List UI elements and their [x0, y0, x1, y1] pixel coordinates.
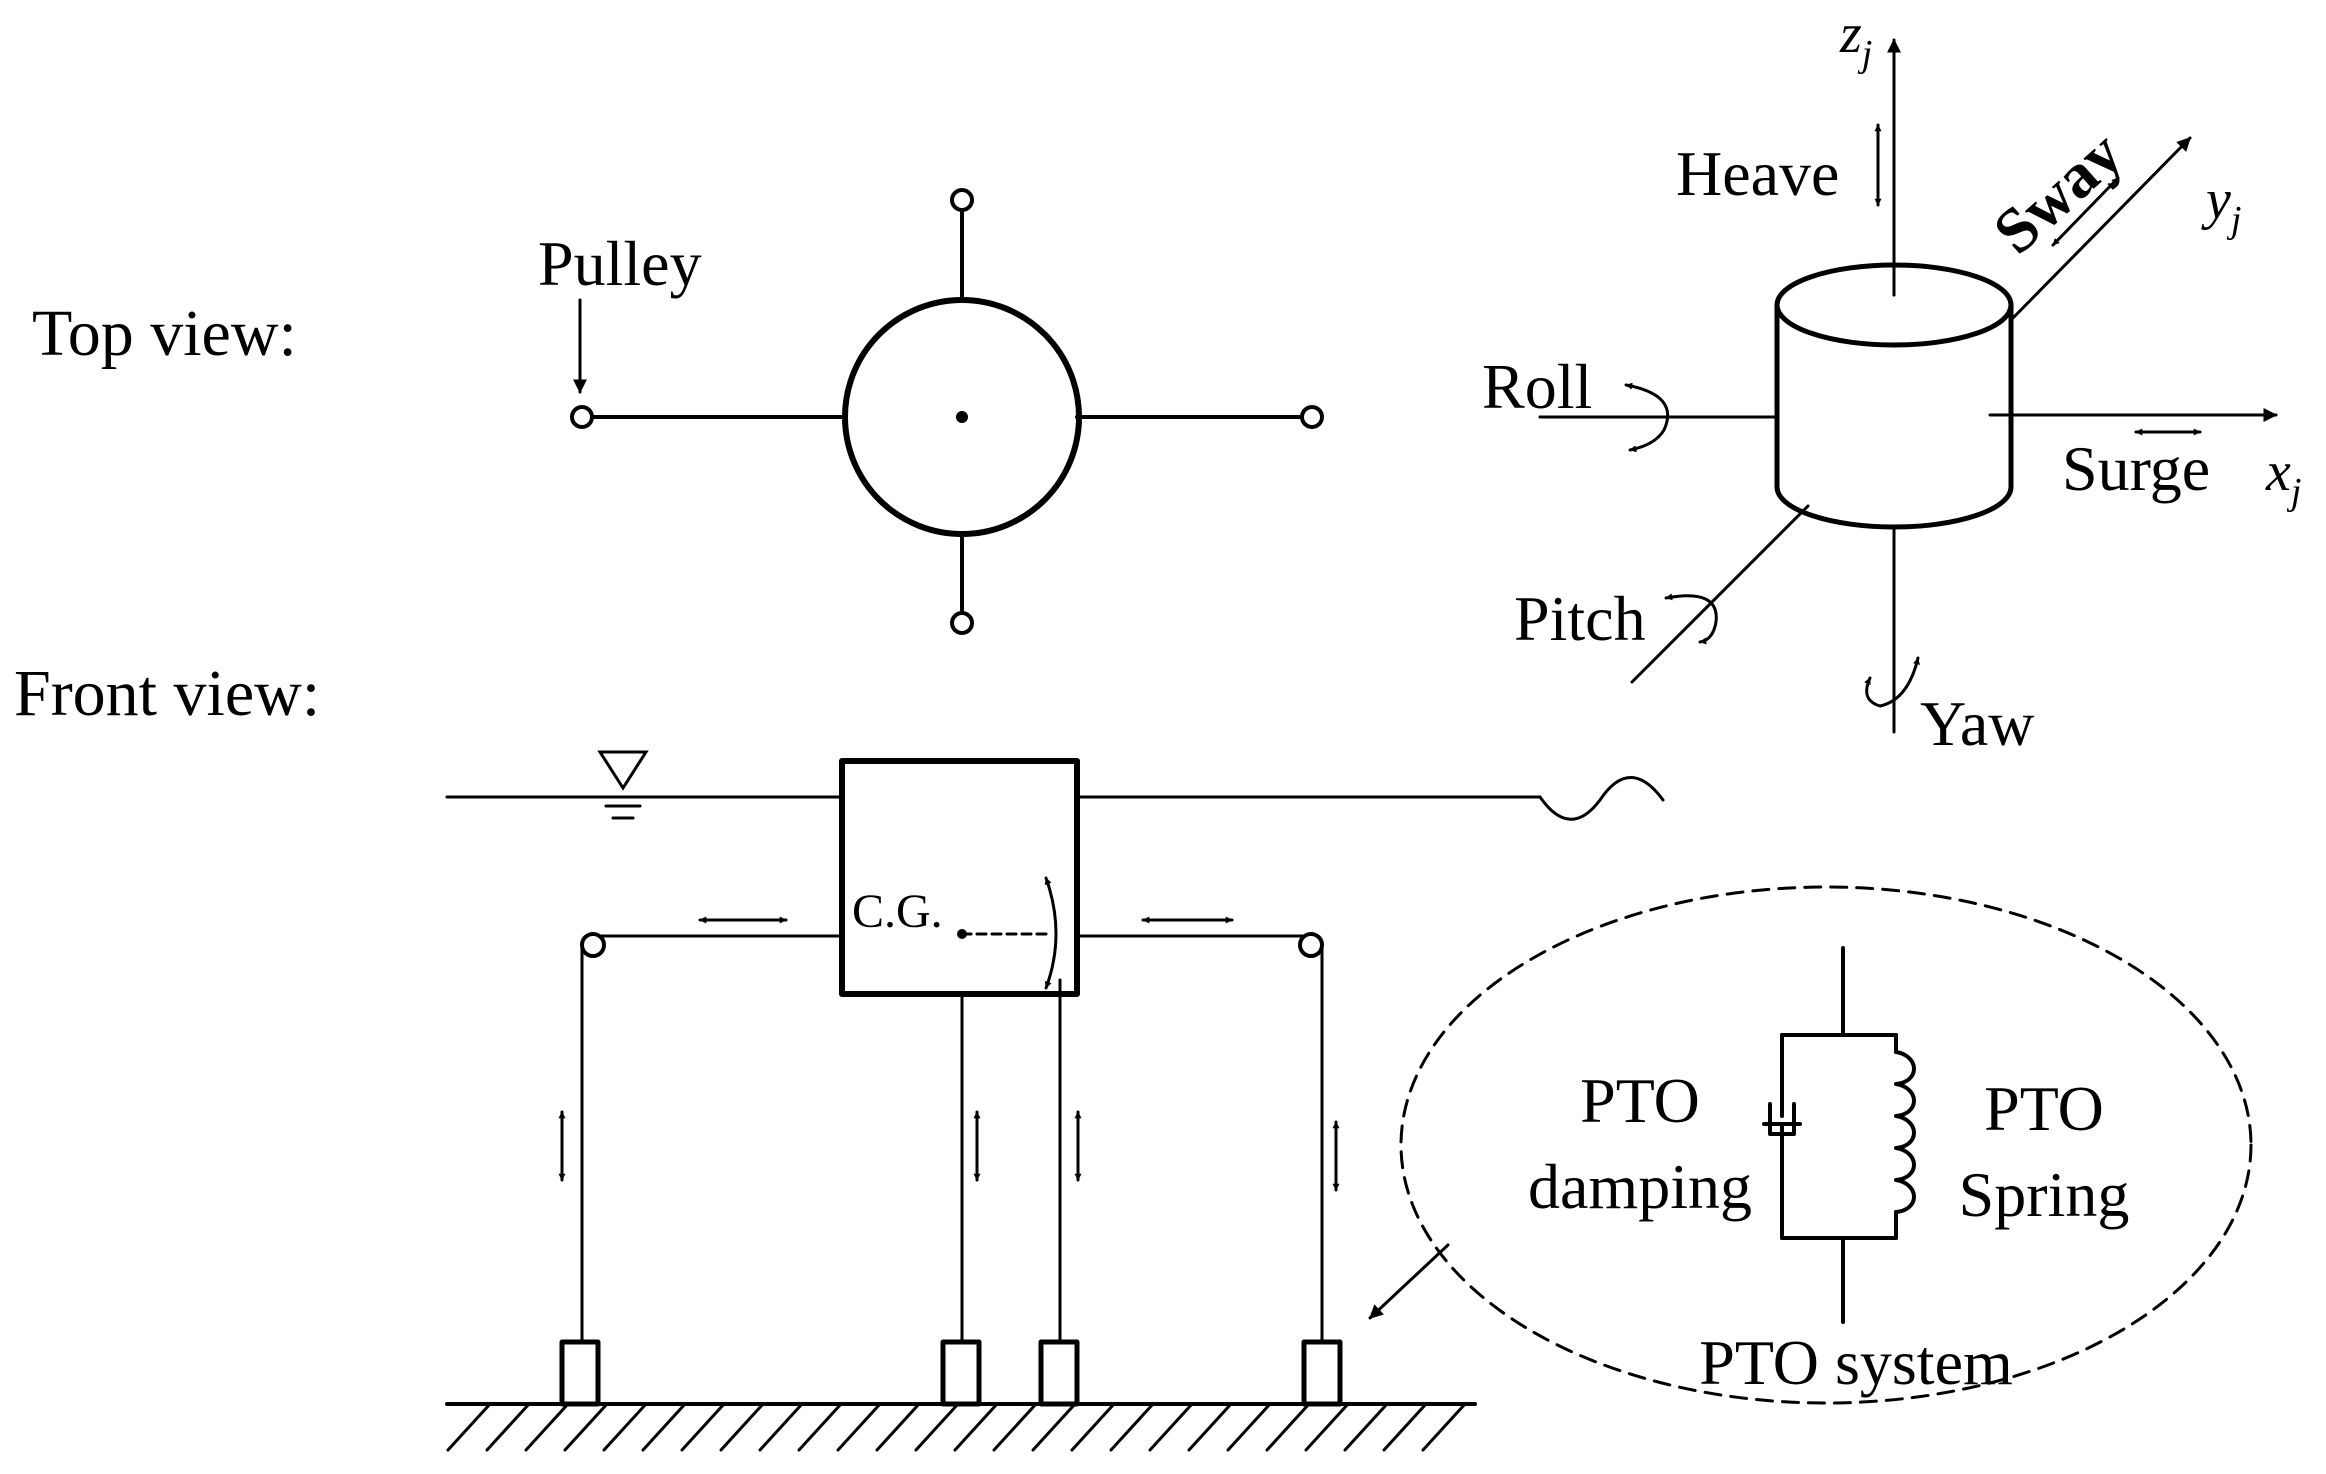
seabed-hatch-line	[836, 1402, 882, 1452]
water-surface-wave	[1538, 776, 1665, 821]
water-level-symbol	[597, 750, 649, 791]
surge-label: Surge	[2062, 433, 2210, 504]
roll-label: Roll	[1482, 351, 1592, 422]
pto-detail-pointer-arrow	[1368, 1243, 1450, 1320]
seabed-hatch-line	[1031, 1402, 1077, 1452]
seabed-hatch-line	[446, 1402, 492, 1452]
pulley-east	[1300, 405, 1324, 429]
pto-unit-3	[1038, 1339, 1080, 1407]
seabed-hatch-line	[1265, 1402, 1311, 1452]
front-pulley-right	[1298, 932, 1324, 958]
top-view-label: Top view:	[32, 297, 297, 370]
seabed-hatch-line	[875, 1402, 921, 1452]
pto-system-detail: PTO damping PTO Spring PTO system	[1368, 885, 2253, 1405]
pto-unit-4	[1301, 1339, 1343, 1407]
yaw-label: Yaw	[1920, 688, 2034, 759]
seabed-hatch-line	[758, 1402, 804, 1452]
seabed-hatch-line	[1148, 1402, 1194, 1452]
seabed-hatch-line	[797, 1402, 843, 1452]
seabed-hatch-line	[992, 1402, 1038, 1452]
buoy-front-box	[839, 758, 1080, 997]
buoy-top-circle	[842, 297, 1082, 537]
seabed-hatch-line	[641, 1402, 687, 1452]
pulley-west	[570, 405, 594, 429]
seabed-hatch-line	[524, 1402, 570, 1452]
pto-damping-label-line1: PTO	[1580, 1065, 1700, 1136]
sway-label: Sway	[1980, 117, 2136, 267]
seabed-hatch-line	[1070, 1402, 1116, 1452]
pto-spring-label-line1: PTO	[1984, 1073, 2104, 1144]
roll-arrow	[1624, 382, 1670, 453]
seabed-hatch-line	[1304, 1402, 1350, 1452]
seabed-hatch-line	[1382, 1402, 1428, 1452]
pulley-north	[950, 188, 974, 212]
front-view-label: Front view:	[14, 657, 320, 730]
front-pulley-left	[580, 932, 606, 958]
x-axis-label: xj	[2265, 441, 2301, 513]
pto-spring-label-line2: Spring	[1959, 1159, 2130, 1230]
z-axis-label: zj	[1839, 3, 1872, 75]
seabed-hatch-line	[953, 1402, 999, 1452]
cylinder-top-rim	[1774, 302, 2014, 348]
pto-damping-label-line2: damping	[1528, 1151, 1752, 1222]
top-view: Pulley	[538, 188, 1324, 635]
pto-unit-1	[559, 1339, 601, 1407]
buoy-center-dot	[956, 411, 968, 423]
pto-detail-ellipse	[1399, 885, 2253, 1405]
spring-symbol	[1894, 1050, 1916, 1214]
seabed-hatch-line	[1226, 1402, 1272, 1452]
pulley-label: Pulley	[538, 228, 702, 299]
seabed-hatch-line	[680, 1402, 726, 1452]
pitch-label: Pitch	[1514, 583, 1646, 654]
seabed-hatch-line	[1343, 1402, 1389, 1452]
heave-label: Heave	[1676, 138, 1839, 209]
pto-system-label: PTO system	[1699, 1327, 2013, 1398]
seabed-hatch-line	[563, 1402, 609, 1452]
seabed-hatch-line	[485, 1402, 531, 1452]
seabed-hatching	[446, 1402, 1467, 1452]
seabed-hatch-line	[1109, 1402, 1155, 1452]
seabed-hatch-line	[914, 1402, 960, 1452]
pitch-arrow	[1664, 593, 1718, 645]
seabed-hatch-line	[1421, 1402, 1467, 1452]
y-axis-label: yj	[2201, 169, 2241, 241]
yaw-arrow	[1864, 656, 1920, 708]
cylinder-body	[1774, 262, 2014, 530]
sway-arrow	[2051, 176, 2120, 247]
seabed-hatch-line	[602, 1402, 648, 1452]
front-view: C.G.	[445, 750, 1665, 1452]
pto-unit-2	[940, 1339, 982, 1407]
seabed-hatch-line	[719, 1402, 765, 1452]
pulley-south	[950, 611, 974, 635]
dof-axes-diagram: zj Heave yj Sway xj Surge Roll Pitch Yaw	[1482, 3, 2301, 759]
seabed-hatch-line	[1187, 1402, 1233, 1452]
cg-label: C.G.	[852, 885, 943, 938]
cg-rotation-arrow	[1044, 876, 1058, 990]
